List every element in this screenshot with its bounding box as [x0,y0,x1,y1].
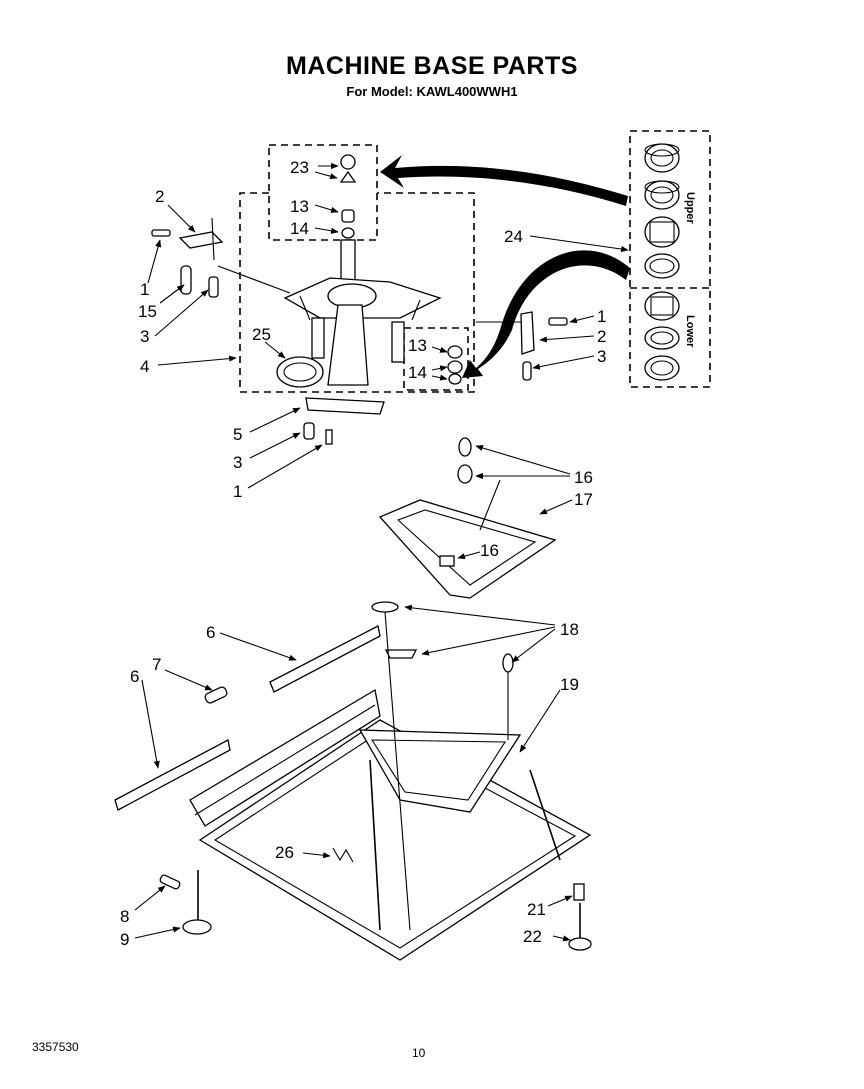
upper-bearing-parts [644,143,680,279]
bearing-kit-box [629,130,711,388]
lower-bracket-parts [303,397,385,445]
seal-kit-box [268,144,378,241]
leader-lines [134,162,629,942]
callout-17: 17 [574,490,593,509]
callout-14-upper: 14 [290,219,309,238]
callout-1-lower: 1 [233,482,242,501]
left-bracket-parts [151,217,291,298]
callout-2-right: 2 [597,327,606,346]
right-bracket-parts [476,311,568,381]
callout-13-lower: 13 [408,336,427,355]
callout-5: 5 [233,425,242,444]
seal-parts [339,154,463,385]
callout-19: 19 [560,675,579,694]
curved-arrow-upper [380,155,628,206]
callout-24: 24 [504,227,523,246]
leveling-legs [159,847,592,951]
pads-and-clips [371,601,514,931]
lower-bearing-parts [644,291,680,381]
callout-13-upper: 13 [290,197,309,216]
callout-1-left: 1 [140,280,149,299]
callout-3-right: 3 [597,347,606,366]
callout-22: 22 [523,927,542,946]
callout-9: 9 [120,930,129,949]
transmission-assembly [276,239,442,388]
callout-1-right: 1 [597,307,606,326]
curved-arrow-lower [462,250,630,378]
callout-4: 4 [140,357,149,376]
callout-21: 21 [527,900,546,919]
callout-3-left: 3 [140,327,149,346]
transmission-assembly-box [239,192,475,393]
callout-18: 18 [560,620,579,639]
callout-6-upper: 6 [206,623,215,642]
model-subtitle: For Model: KAWL400WWH1 [346,84,518,99]
callout-16-top: 16 [574,468,593,487]
machine-base-frame [189,688,592,961]
document-number: 3357530 [32,1040,79,1054]
side-rails [114,625,381,811]
callout-7: 7 [152,655,161,674]
lower-bearing-label: Lower [684,315,696,348]
callout-23: 23 [290,158,309,177]
callout-6-lower: 6 [130,667,139,686]
page-title: MACHINE BASE PARTS [286,52,578,80]
page-number: 10 [412,1046,426,1060]
upper-bearing-label: Upper [684,192,696,225]
tub-support-frame [378,437,557,599]
callout-3-lower: 3 [233,453,242,472]
callout-16-inner: 16 [480,541,499,560]
callout-26: 26 [275,843,294,862]
callout-8: 8 [120,907,129,926]
callout-2-left: 2 [155,187,164,206]
callout-14-lower: 14 [408,363,427,382]
callout-25: 25 [252,325,271,344]
callout-15: 15 [138,302,157,321]
